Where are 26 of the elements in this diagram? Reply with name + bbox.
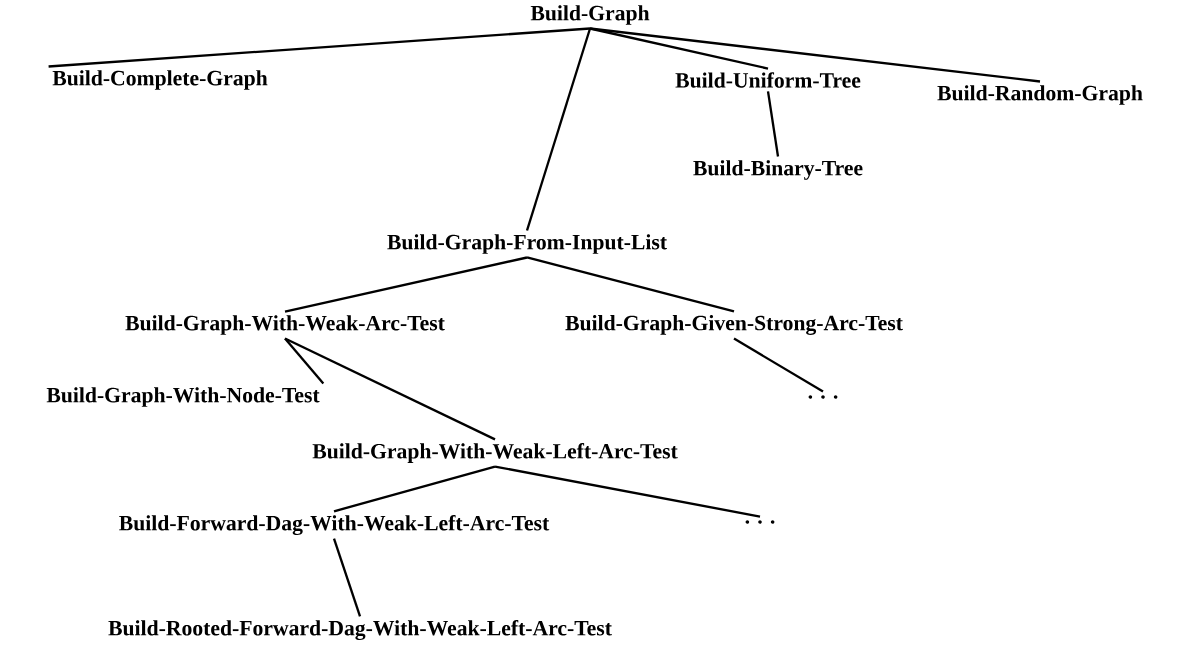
tree-line xyxy=(766,91,780,157)
tree-line xyxy=(525,28,592,231)
node-label: Build-Graph-Given-Strong-Arc-Test xyxy=(565,315,903,335)
tree-line xyxy=(526,256,735,313)
node-label: Build-Binary-Tree xyxy=(693,160,863,180)
node-label: Build-Graph xyxy=(530,5,650,25)
node-label: Build-Random-Graph xyxy=(937,85,1143,105)
node-label: Build-Uniform-Tree xyxy=(675,72,861,88)
ellipsis-text: . . . xyxy=(745,520,775,524)
tree-line xyxy=(332,538,362,617)
tree-line xyxy=(284,256,528,313)
tree-line xyxy=(284,337,496,441)
node-label: Build-Rooted-Forward-Dag-With-Weak-Left-Arc-Test xyxy=(108,620,612,641)
node-label: Build-Complete-Graph xyxy=(52,70,268,90)
node-label: Build-Forward-Dag-With-Weak-Left-Arc-Test xyxy=(119,515,550,536)
tree-line xyxy=(333,465,496,513)
node-label: Build-Graph-With-Node-Test xyxy=(46,387,320,407)
tree-line xyxy=(589,27,1041,83)
tree-line xyxy=(284,337,325,385)
tree-line xyxy=(733,337,824,393)
tree-line xyxy=(48,27,591,68)
tree-line xyxy=(494,465,761,518)
node-label: Build-Graph-With-Weak-Arc-Test xyxy=(125,315,445,335)
node-label: Build-Graph-With-Weak-Left-Arc-Test xyxy=(312,443,678,463)
node-label: Build-Graph-From-Input-List xyxy=(387,234,667,254)
ellipsis-text: . . . xyxy=(808,395,838,399)
